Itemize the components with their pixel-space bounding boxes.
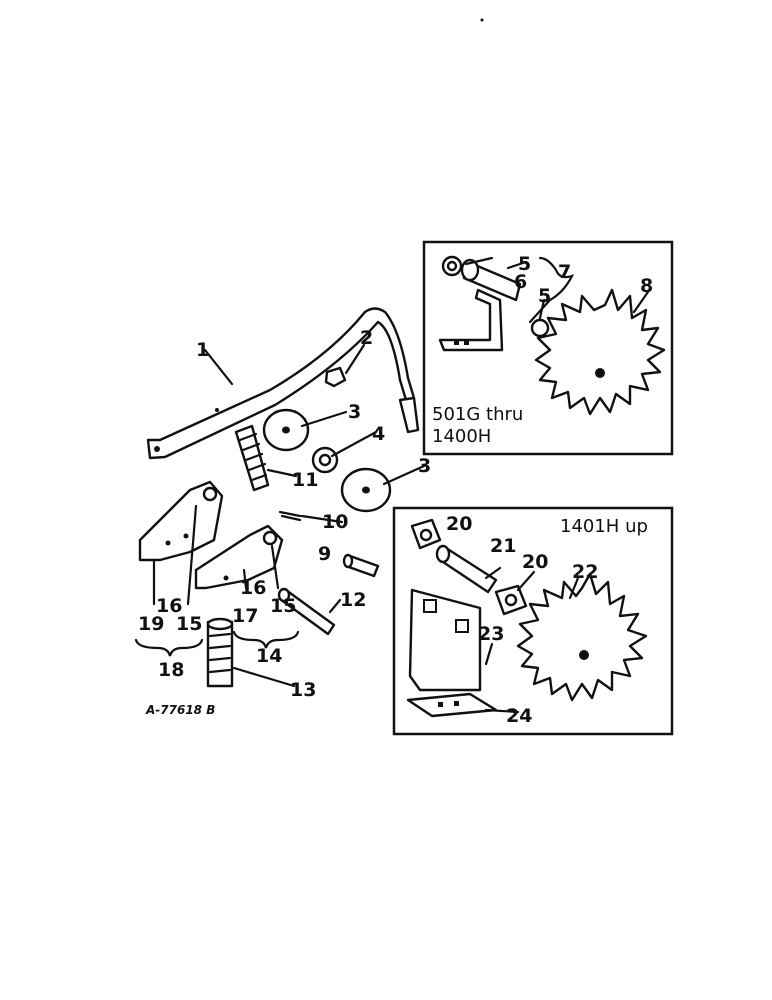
part-11-spring [234,424,270,492]
callout-2: 2 [360,327,373,349]
callout-9: 9 [318,543,331,565]
callout-17: 17 [232,605,258,627]
part-1-lever [146,307,420,460]
upper-box-label-line1: 501G thru [432,404,523,425]
upper-box-label-line2: 1400H [432,426,491,447]
callout-16: 16 [156,595,182,617]
callout-20: 20 [446,513,472,535]
callout-23: 23 [478,623,504,645]
callout-1: 1 [196,339,209,361]
part-2-nut [324,366,347,388]
callout-3: 3 [348,401,361,423]
callout-15: 15 [270,595,296,617]
part-10-pin [278,510,302,522]
callout-5: 5 [518,253,531,275]
part-12-rod [277,587,336,636]
callout-7: 7 [558,261,571,283]
part-13-sleeve [206,617,234,688]
callout-10: 10 [322,511,348,533]
callout-20: 20 [522,551,548,573]
callout-19: 19 [138,613,164,635]
callout-4: 4 [372,423,385,445]
callout-5: 5 [538,285,551,307]
part-17-bracket [194,524,284,590]
callout-14: 14 [256,645,282,667]
reference-number: A-77618 B [145,703,215,717]
callout-12: 12 [340,589,366,611]
callout-22: 22 [572,561,598,583]
callout-labels: 1 2 3 3 4 11 10 9 12 16 16 19 15 17 15 1… [138,253,653,727]
lower-inset-box [392,506,674,736]
lower-box-label: 1401H up [560,516,648,537]
part-4-bushing [311,446,339,474]
callout-6: 6 [514,271,527,293]
part-3-washer-lower [340,467,392,513]
callout-15: 15 [176,613,202,635]
callout-18: 18 [158,659,184,681]
callout-8: 8 [640,275,653,297]
leader-lines [134,343,426,688]
part-3-washer-upper [262,408,310,452]
callout-11: 11 [292,469,318,491]
callout-21: 21 [490,535,516,557]
part-9-pin [342,553,380,578]
callout-24: 24 [506,705,532,727]
upper-inset-box [422,240,674,456]
callout-13: 13 [290,679,316,701]
part-19-bracket [138,480,224,562]
callout-3: 3 [418,455,431,477]
callout-16: 16 [240,577,266,599]
